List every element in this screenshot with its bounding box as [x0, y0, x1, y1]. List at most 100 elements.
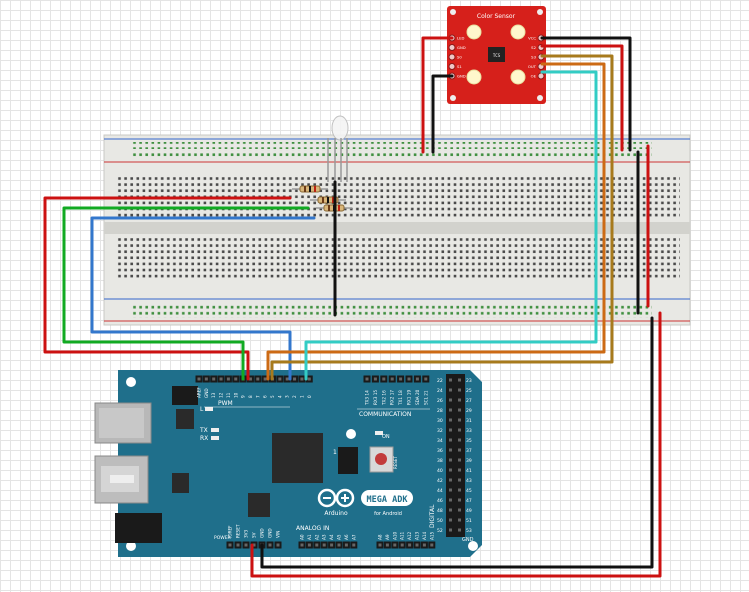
pin-label: 45	[466, 488, 472, 494]
sensor-pin-label: GND	[457, 74, 466, 79]
header-pin[interactable]	[458, 468, 461, 472]
header-pin[interactable]	[458, 488, 461, 492]
wire-sensor-led	[421, 36, 454, 154]
sensor-chip	[488, 47, 505, 62]
sensor-pin[interactable]	[448, 63, 456, 70]
pin-label: A13	[415, 531, 420, 540]
pin-label: 26	[437, 398, 443, 404]
mount-hole	[126, 541, 136, 551]
sensor-pin-label: OE	[531, 74, 537, 79]
header-pin[interactable]	[449, 508, 452, 512]
header-pin[interactable]	[458, 438, 461, 442]
header-pin[interactable]	[449, 478, 452, 482]
sensor-led-3	[466, 69, 482, 85]
pin-label: 28	[437, 408, 443, 414]
pin-label: A15	[429, 531, 434, 540]
pin-label: 5	[270, 395, 275, 398]
header-pin[interactable]	[458, 478, 461, 482]
header-pin[interactable]	[458, 418, 461, 422]
pin-label: 3V3	[244, 529, 249, 538]
pin-label: 33	[466, 428, 472, 434]
wire-blue-pin6	[90, 216, 316, 381]
model-badge	[361, 490, 413, 506]
secondary-chip	[248, 493, 270, 517]
wire-sensor-s3	[266, 62, 606, 381]
reset-label: RESET	[393, 456, 398, 469]
rgb-led	[327, 115, 349, 182]
pin-label: 52	[437, 528, 443, 534]
pin-label: 3	[285, 395, 290, 398]
header-pin[interactable]	[449, 428, 452, 432]
pin-label: SDA 20	[415, 389, 420, 405]
pin-label: TX2 16	[381, 390, 386, 406]
header-pin[interactable]	[458, 388, 461, 392]
header-pin[interactable]	[449, 458, 452, 462]
header-pin[interactable]	[449, 378, 452, 382]
header-pin[interactable]	[458, 428, 461, 432]
arduino-board: RESET L TX RX ON 1 Arduino MEGA ADK for …	[94, 370, 482, 557]
pin-label: 34	[437, 438, 443, 444]
pin-label: 47	[466, 498, 472, 504]
header-pin[interactable]	[449, 398, 452, 402]
header-pin[interactable]	[449, 498, 452, 502]
header-pin[interactable]	[458, 528, 461, 532]
pwm-label: PWM	[218, 400, 233, 407]
header-pin[interactable]	[449, 418, 452, 422]
header-pin[interactable]	[458, 448, 461, 452]
header-pin[interactable]	[458, 378, 461, 382]
header-pin[interactable]	[449, 488, 452, 492]
header-pin[interactable]	[458, 518, 461, 522]
sensor-pin-label: S3	[531, 55, 536, 60]
pin-label: A12	[407, 531, 412, 540]
header-pin[interactable]	[458, 508, 461, 512]
header-pin[interactable]	[458, 398, 461, 402]
wire-sensor-vcc-b	[540, 44, 624, 152]
pin-label: RX1 19	[407, 390, 412, 405]
pin-label: GND	[268, 528, 273, 538]
header-pin[interactable]	[449, 388, 452, 392]
digital-label: DIGITAL	[429, 504, 436, 528]
sensor-pin-label: OUT	[528, 64, 537, 69]
pin-label: A4	[329, 534, 334, 540]
communication-label: COMMUNICATION	[359, 411, 411, 418]
pin-label: 5V	[252, 532, 257, 538]
pin-label: 7	[255, 395, 260, 398]
wires	[43, 36, 662, 578]
reset-button-cap[interactable]	[375, 453, 387, 465]
pin-label: A2	[314, 534, 319, 540]
pin-label: 51	[466, 518, 472, 524]
pin-label: 41	[466, 468, 472, 474]
header-pin[interactable]	[449, 448, 452, 452]
pin-label: A3	[322, 534, 327, 540]
pin-label: 49	[466, 508, 472, 514]
header-pin[interactable]	[458, 408, 461, 412]
sensor-pin[interactable]	[448, 53, 456, 61]
header-pin[interactable]	[449, 438, 452, 442]
pin-label: 22	[437, 378, 443, 384]
header-pin[interactable]	[458, 458, 461, 462]
header-pin[interactable]	[449, 468, 452, 472]
pin-label: 30	[437, 418, 443, 424]
pin-label: 48	[437, 508, 443, 514]
pin-label: 29	[466, 408, 472, 414]
mount-hole	[468, 541, 478, 551]
sensor-pin[interactable]	[537, 72, 545, 80]
header-pin[interactable]	[449, 518, 452, 522]
pin-label: RX3 15	[373, 390, 378, 405]
sensor-pin[interactable]	[448, 44, 456, 51]
header-pin[interactable]	[449, 528, 452, 532]
main-chip	[272, 433, 323, 483]
wire-red-pin12	[43, 196, 292, 381]
pin-label: 43	[466, 478, 472, 484]
pin-label: 25	[466, 388, 472, 394]
model-sub-label: for Android	[374, 511, 402, 517]
header-pin[interactable]	[449, 408, 452, 412]
sensor-pin-label: VCC	[528, 36, 536, 41]
header-pin[interactable]	[458, 498, 461, 502]
wire-ground-to-arduino	[260, 316, 654, 569]
sensor-pin-label: GND	[457, 45, 466, 50]
